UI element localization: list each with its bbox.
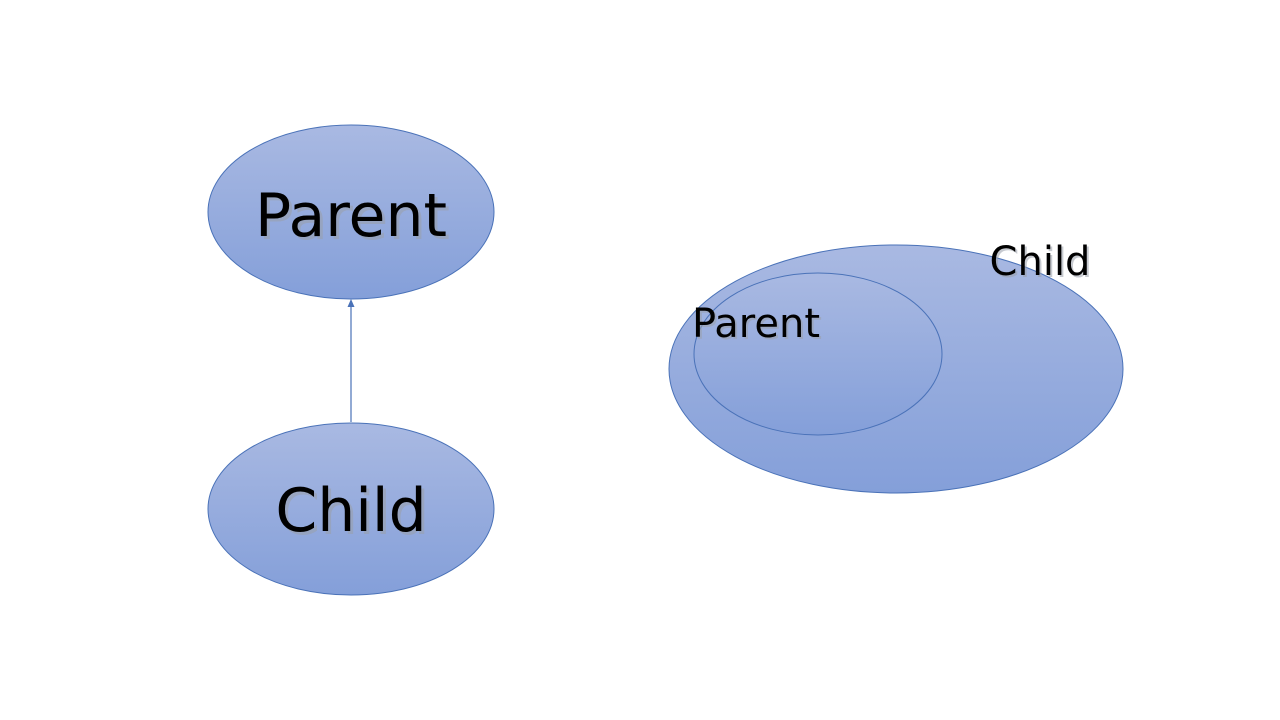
inner-parent-ellipse	[693, 272, 943, 436]
child-ellipse	[207, 422, 495, 596]
outer-child-label: Child	[990, 239, 1091, 285]
parent-label: Parent	[255, 181, 447, 251]
parent-label-shadow: Parent	[258, 184, 450, 254]
parent-ellipse	[207, 124, 495, 300]
child-label-shadow: Child	[278, 479, 429, 549]
parent-node[interactable]: Parent Parent	[207, 124, 495, 300]
hierarchy-diagram: Parent Parent Child Child	[207, 124, 495, 596]
inner-parent-label-shadow: Parent	[694, 303, 822, 349]
outer-child-label-shadow: Child	[992, 241, 1093, 287]
inner-parent-label: Parent	[692, 301, 820, 347]
child-node[interactable]: Child Child	[207, 422, 495, 596]
child-label: Child	[275, 476, 426, 546]
inheritance-arrowhead	[347, 299, 355, 307]
inner-parent-set[interactable]	[693, 272, 943, 436]
nested-diagram: Child Child Parent Parent	[668, 239, 1124, 494]
